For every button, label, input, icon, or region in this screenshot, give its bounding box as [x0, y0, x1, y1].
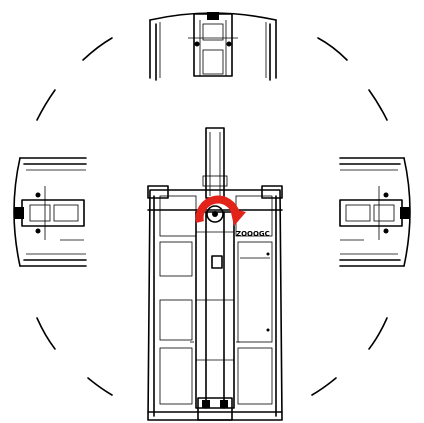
arc-top-right: [317, 37, 348, 61]
machine-center-view: ZOOOGC: [147, 127, 283, 421]
arc-bottom-left: [87, 377, 113, 396]
machine-left-view: [13, 157, 87, 267]
boom: [205, 127, 225, 199]
arc-right-upper: [368, 89, 388, 121]
arc-left-lower: [36, 317, 56, 350]
swing-range-arcs: [36, 37, 388, 396]
machine-top-view: [149, 12, 277, 81]
brand-logo: ZOOOGC: [236, 230, 270, 238]
arc-top-left: [82, 37, 113, 61]
chassis: [147, 189, 283, 421]
arc-right-lower: [368, 317, 388, 350]
arc-left-upper: [36, 89, 56, 121]
rotation-arrow-icon: [195, 195, 246, 226]
machine-right-view: [339, 157, 411, 267]
arc-bottom-right: [311, 377, 337, 396]
